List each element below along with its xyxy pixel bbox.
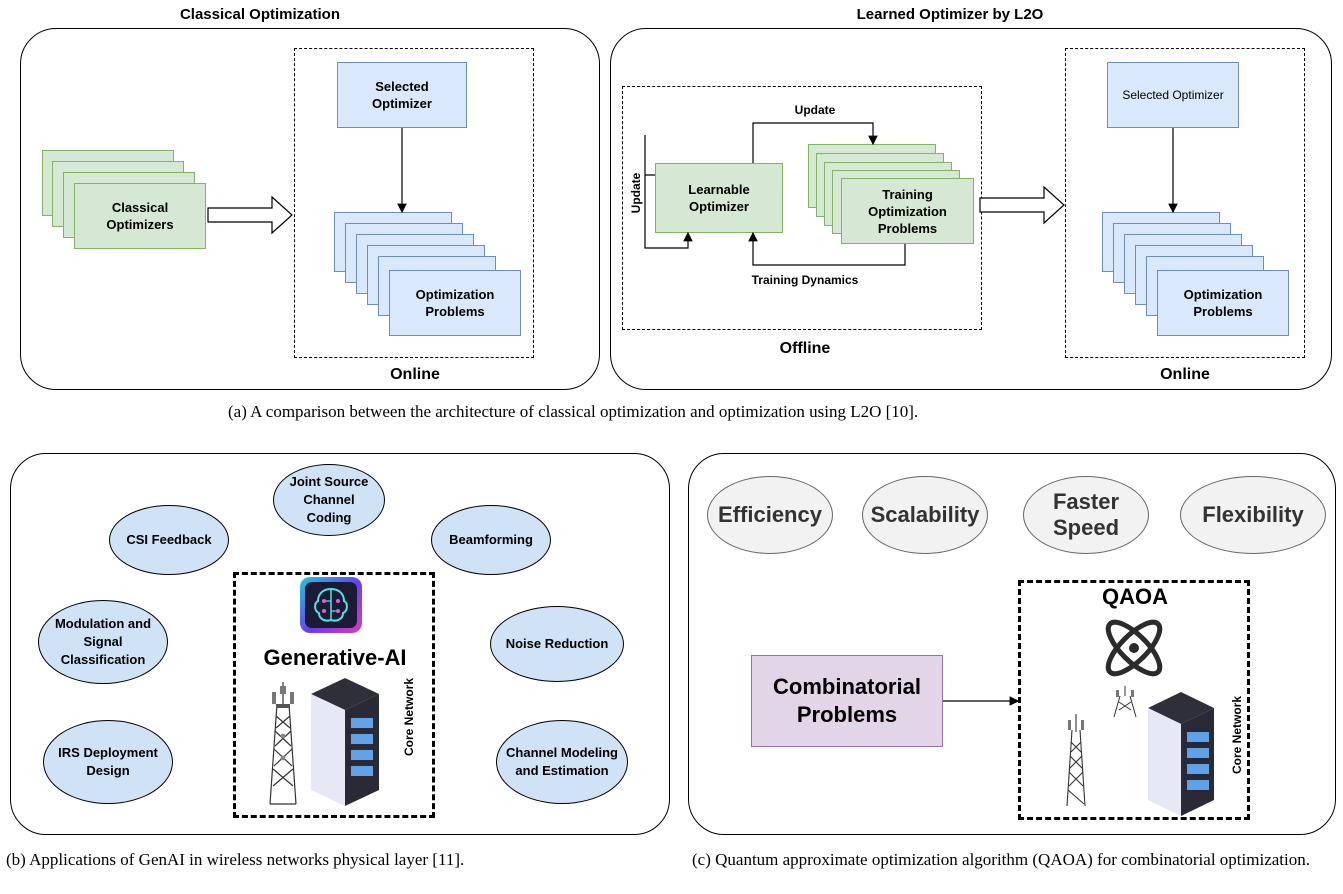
online-right-label: Online: [1160, 366, 1210, 383]
online-region-left: [294, 48, 534, 358]
server-rack-icon-c: [1148, 692, 1214, 816]
caption-b: (b) Applications of GenAI in wireless ne…: [6, 850, 465, 869]
ellipse-scalability: Scalability: [862, 476, 988, 554]
ellipse-channel-modeling-estimation: Channel Modeling and Estimation: [496, 720, 628, 804]
ellipse-joint-source-channel-coding: Joint Source Channel Coding: [273, 464, 385, 536]
optimization-problems-right-box: Optimization Problems: [1157, 270, 1289, 336]
classical-optimizers-label: Classical Optimizers: [106, 200, 174, 232]
selected-optimizer-right-label: Selected Optimizer: [1122, 87, 1224, 102]
quantum-atom-icon: [1105, 619, 1163, 677]
ellipse-beamforming: Beamforming: [431, 505, 551, 575]
update-top-connector: [752, 122, 878, 163]
classical-optimization-title: Classical Optimization: [179, 6, 341, 23]
small-tower-icon: [1113, 686, 1137, 718]
combinatorial-problems-box: Combinatorial Problems: [751, 655, 943, 747]
l2o-title: Learned Optimizer by L2O: [856, 6, 1044, 23]
learnable-optimizer-label: Learnable Optimizer: [688, 182, 750, 214]
ellipse-efficiency: Efficiency: [707, 476, 833, 554]
ai-brain-icon: [300, 577, 362, 633]
training-dynamics-label: Training Dynamics: [751, 273, 859, 287]
training-dynamics-connector: [748, 231, 906, 266]
ellipse-faster-speed: Faster Speed: [1023, 476, 1149, 554]
cell-tower-icon-c: [1066, 714, 1086, 807]
cell-tower-icon: [269, 682, 297, 805]
selected-optimizer-left-box: Selected Optimizer: [337, 62, 467, 128]
genai-core-region: [233, 572, 435, 818]
optimization-problems-left-label: Optimization Problems: [415, 287, 495, 319]
caption-c: (c) Quantum approximate optimization alg…: [692, 850, 1310, 869]
ellipse-modulation-signal-classification: Modulation and Signal Classification: [38, 600, 168, 684]
qaoa-core-region: [1018, 580, 1250, 820]
server-rack-icon: [311, 678, 379, 806]
hollow-arrow-right: [979, 185, 1065, 225]
offline-label: Offline: [779, 340, 831, 357]
update-top-label: Update: [794, 103, 836, 117]
ellipse-irs-deployment-design: IRS Deployment Design: [43, 720, 173, 804]
selected-optimizer-left-label: Selected Optimizer: [372, 79, 432, 111]
ellipse-csi-feedback: CSI Feedback: [109, 505, 229, 575]
optimization-problems-right-label: Optimization Problems: [1183, 287, 1263, 319]
update-side-connector: [644, 135, 693, 249]
learnable-optimizer-box: Learnable Optimizer: [655, 163, 783, 233]
classical-optimizers-box: Classical Optimizers: [74, 183, 206, 249]
hollow-arrow-left: [207, 195, 293, 235]
online-left-label: Online: [390, 366, 440, 383]
ellipse-noise-reduction: Noise Reduction: [490, 606, 624, 682]
training-problems-label: Training Optimization Problems: [868, 186, 947, 236]
caption-a: (a) A comparison between the architectur…: [228, 402, 919, 421]
optimization-problems-left-box: Optimization Problems: [389, 270, 521, 336]
ellipse-flexibility: Flexibility: [1180, 476, 1326, 554]
qaoa-label: QAOA: [1102, 584, 1168, 609]
training-problems-box: Training Optimization Problems: [841, 178, 974, 244]
online-region-right: [1065, 48, 1305, 358]
selected-optimizer-right-box: Selected Optimizer: [1107, 62, 1239, 128]
generative-ai-label: Generative-AI: [263, 645, 407, 670]
